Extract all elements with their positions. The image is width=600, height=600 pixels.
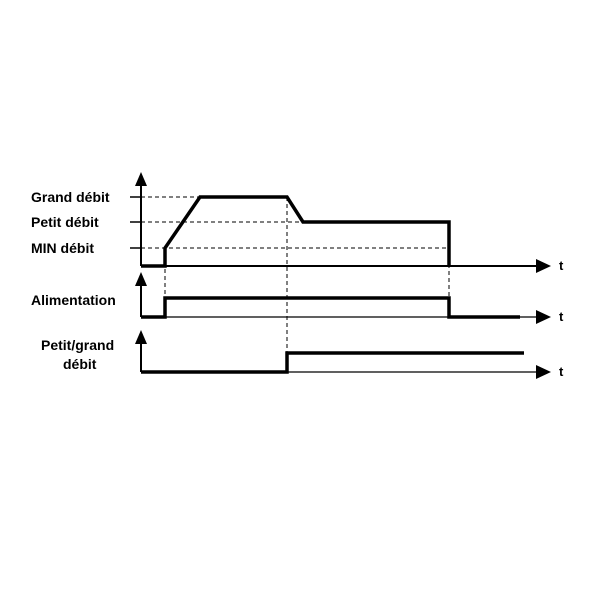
flow-time-axis-arrow-icon — [536, 259, 551, 273]
flow-signal — [141, 195, 451, 268]
switch-y-axis-arrow-icon — [135, 330, 147, 344]
switch-panel: Petit/grand débit t — [41, 330, 564, 379]
flow-y-axis-arrow-icon — [135, 172, 147, 186]
grand-debit-label: Grand débit — [31, 189, 110, 205]
switch-signal — [141, 351, 524, 374]
power-signal — [141, 296, 520, 319]
power-panel: Alimentation t — [31, 272, 564, 324]
petit-debit-label: Petit débit — [31, 214, 99, 230]
switch-time-axis-arrow-icon — [536, 365, 551, 379]
min-debit-label: MIN débit — [31, 240, 94, 256]
power-y-axis-arrow-icon — [135, 272, 147, 286]
petit-grand-label-line2: débit — [63, 356, 97, 372]
alimentation-label: Alimentation — [31, 292, 116, 308]
power-time-label: t — [559, 309, 564, 324]
flow-time-label: t — [559, 258, 564, 273]
flow-panel: Grand débit Petit débit MIN débit t — [31, 172, 564, 273]
switch-time-label: t — [559, 364, 564, 379]
power-time-axis-arrow-icon — [536, 310, 551, 324]
petit-grand-label-line1: Petit/grand — [41, 337, 114, 353]
